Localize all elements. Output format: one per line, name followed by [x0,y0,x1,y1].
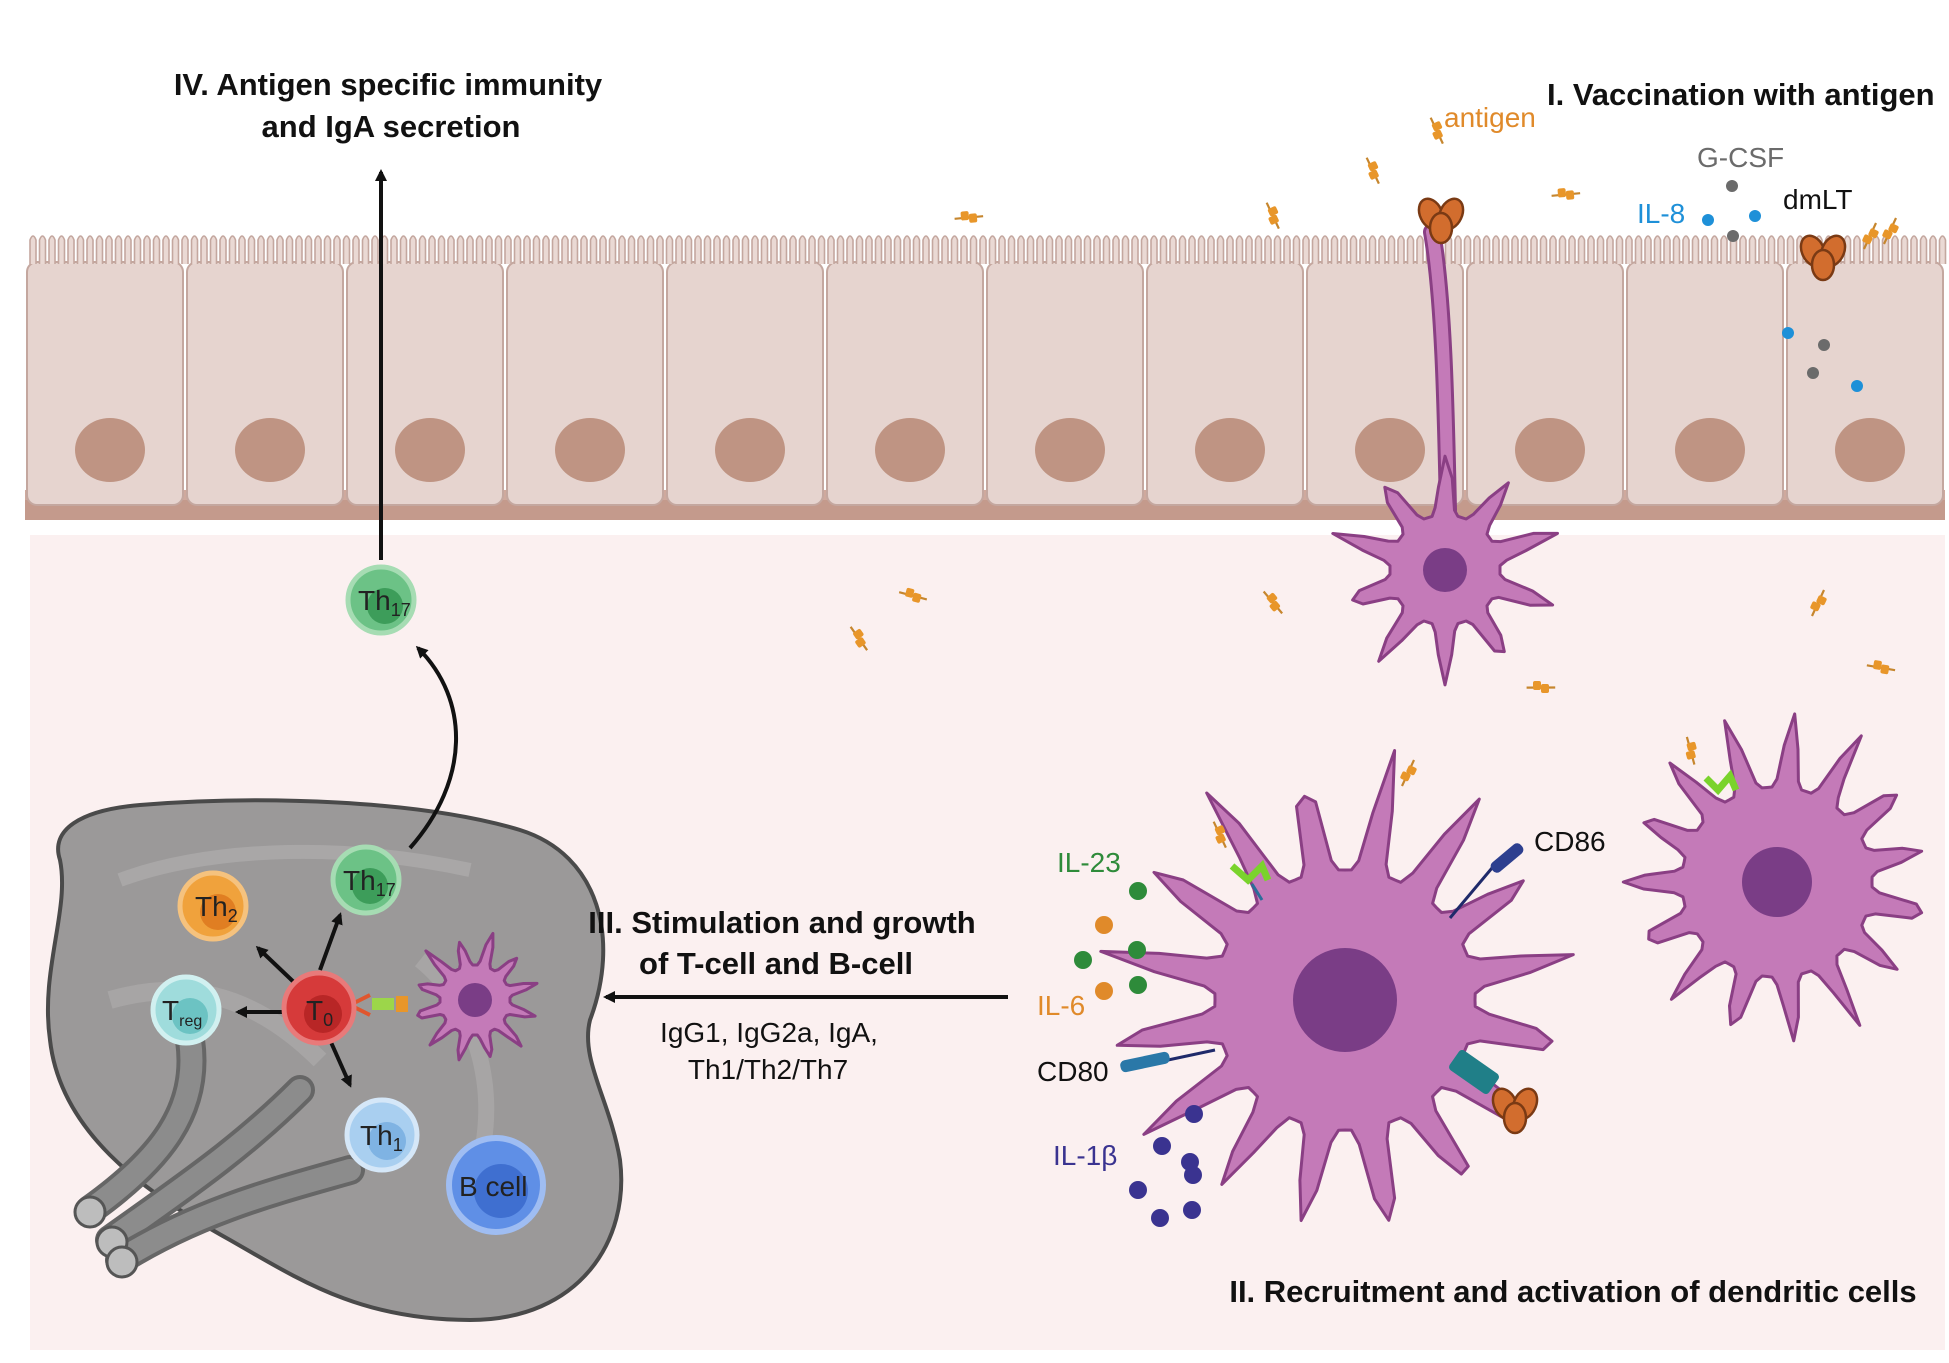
th1-label: Th [360,1120,393,1151]
th17-node-label: Th [343,865,376,896]
th2-cell: Th2 [177,870,249,942]
il1b-label: IL-1β [1053,1140,1117,1171]
th17-cell-in-node: Th17 [330,844,402,916]
dendritic-cell-in-node [416,931,539,1062]
t0-naive-cell: T0 [281,970,357,1046]
activated-dendritic-cell [1099,749,1575,1222]
epithelial-nucleus [1675,418,1745,482]
cd80-receptor [1120,1048,1216,1073]
epithelial-nucleus [1195,418,1265,482]
epithelial-nucleus [715,418,785,482]
il6-label: IL-6 [1037,990,1085,1021]
th17-effector-label: Th [358,585,391,616]
epithelial-nucleus [395,418,465,482]
epithelial-nucleus [235,418,305,482]
svg-text:Th2: Th2 [195,891,238,926]
epithelial-nucleus [555,418,625,482]
t0-label: T [306,995,323,1026]
svg-text:Treg: Treg [162,995,202,1030]
cd86-receptor [1448,843,1524,919]
epithelial-nucleus [75,418,145,482]
epithelial-layer [25,235,1947,520]
cd86-label: CD86 [1534,826,1606,857]
step-iv-title-line2: and IgA secretion [262,109,521,144]
b-cell: B cell [446,1135,546,1235]
svg-text:Th1: Th1 [360,1120,403,1155]
treg-label: T [162,995,179,1026]
outcomes-line1: IgG1, IgG2a, IgA, [660,1017,878,1048]
th17-effector-cell: Th17 [345,564,417,636]
epithelial-nucleus [1355,418,1425,482]
step-i-title: I. Vaccination with antigen [1547,77,1935,112]
tcr-mhc-complex [349,993,408,1017]
cd80-label: CD80 [1037,1056,1109,1087]
svg-text:Th17: Th17 [343,865,396,900]
epithelial-nucleus [1035,418,1105,482]
treg-cell: Treg [150,974,222,1046]
th1-cell: Th1 [344,1097,420,1173]
svg-text:Th17: Th17 [358,585,411,620]
il1b-dots [1129,1105,1203,1227]
mhc-antigen-complex [1229,859,1272,901]
svg-text:T0: T0 [306,995,333,1030]
epithelial-nucleus [875,418,945,482]
step-iii-title-line2: of T-cell and B-cell [639,946,913,981]
il6-dots [1095,916,1113,1000]
mhc-antigen-complex-right [1703,769,1740,796]
il23-dots [1074,882,1147,994]
outcomes-line2: Th1/Th2/Th7 [688,1054,848,1085]
step-iii-title-line1: III. Stimulation and growth [588,905,976,940]
epithelial-nucleus [1515,418,1585,482]
sampling-dendritic-cell [1331,223,1559,687]
dendritic-cell-right [1621,712,1924,1043]
gcsf-label: G-CSF [1697,142,1784,173]
il23-label: IL-23 [1057,847,1121,878]
epithelial-nucleus [1835,418,1905,482]
tlr-receptor [1449,1049,1499,1095]
lymphatic-vessels [73,1025,365,1279]
antigen-label: antigen [1444,102,1536,133]
dmlt-toxin-sampled-icon [1413,193,1469,245]
step-iv-title-line1: IV. Antigen specific immunity [174,67,603,102]
il8-label: IL-8 [1637,198,1685,229]
th2-label: Th [195,891,228,922]
curved-arrow-to-effector [408,645,458,850]
dmlt-label: dmLT [1783,184,1853,215]
b-cell-label: B cell [459,1171,527,1202]
step-ii-title: II. Recruitment and activation of dendri… [1229,1274,1916,1309]
secreted-cytokines-top [1702,180,1863,392]
